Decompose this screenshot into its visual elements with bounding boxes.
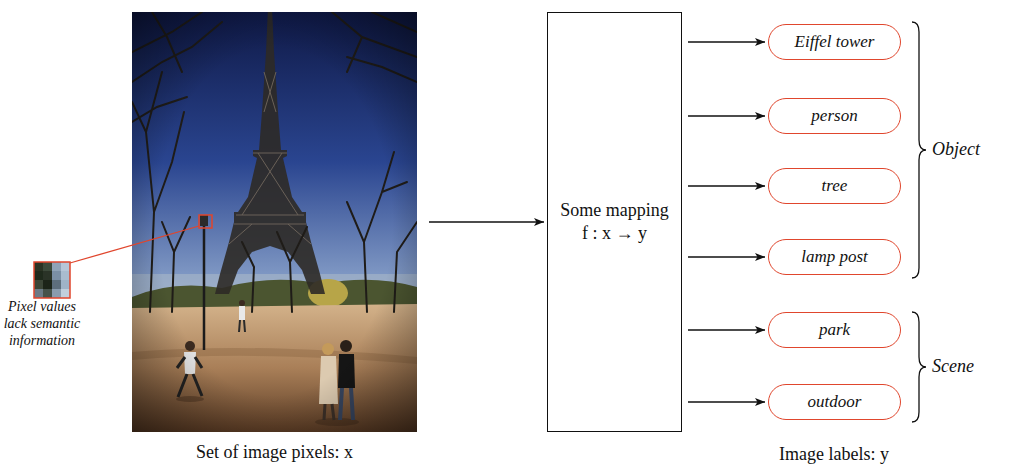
pixel [43,289,52,298]
pixel [34,289,43,298]
label-text: person [811,106,857,126]
label-box: outdoor [768,384,901,420]
pixel-note: Pixel values lack semantic information [2,299,82,349]
label-text: lamp post [801,247,868,267]
label-text: park [819,320,850,340]
pixel [34,280,43,289]
pixel [52,262,61,271]
brace [912,312,926,422]
pixel [52,289,61,298]
pixel [52,280,61,289]
brace [912,22,926,278]
pixel [52,271,61,280]
zoom-border [34,262,70,298]
pixel [43,271,52,280]
pixel-highlight [199,215,212,228]
mapping-box: Some mapping f : x → y [547,12,682,432]
arrow-connector [688,185,765,186]
image-caption: Set of image pixels: x [132,442,417,464]
pixel [34,262,43,271]
mapping-text: Some mapping f : x → y [559,199,671,246]
image-panel: Set of image pixels: x [132,12,417,432]
label-text: outdoor [808,392,862,412]
arrow-connector [688,401,765,402]
leader-line [70,226,199,263]
arrow-connector [688,329,765,330]
group-label: Scene [932,356,974,378]
label-text: Eiffel tower [795,32,875,52]
label-box: tree [768,168,901,204]
pixel [43,262,52,271]
pixel-zoom [34,262,70,298]
label-box: park [768,312,901,348]
label-box: lamp post [768,239,901,275]
arrow-connector [429,221,544,222]
pixel [61,289,70,298]
label-text: tree [822,176,848,196]
label-box: person [768,98,901,134]
pixel [61,271,70,280]
pixel [61,262,70,271]
arrow-connector [688,256,765,257]
pixel [34,271,43,280]
arrow-connector [688,41,765,42]
photo-illustration [132,12,417,432]
pixel [43,280,52,289]
arrow-connector [688,115,765,116]
pixel [61,280,70,289]
label-box: Eiffel tower [768,24,901,60]
group-label: Object [932,139,980,161]
labels-caption: Image labels: y [779,444,889,466]
vignette [132,12,417,432]
